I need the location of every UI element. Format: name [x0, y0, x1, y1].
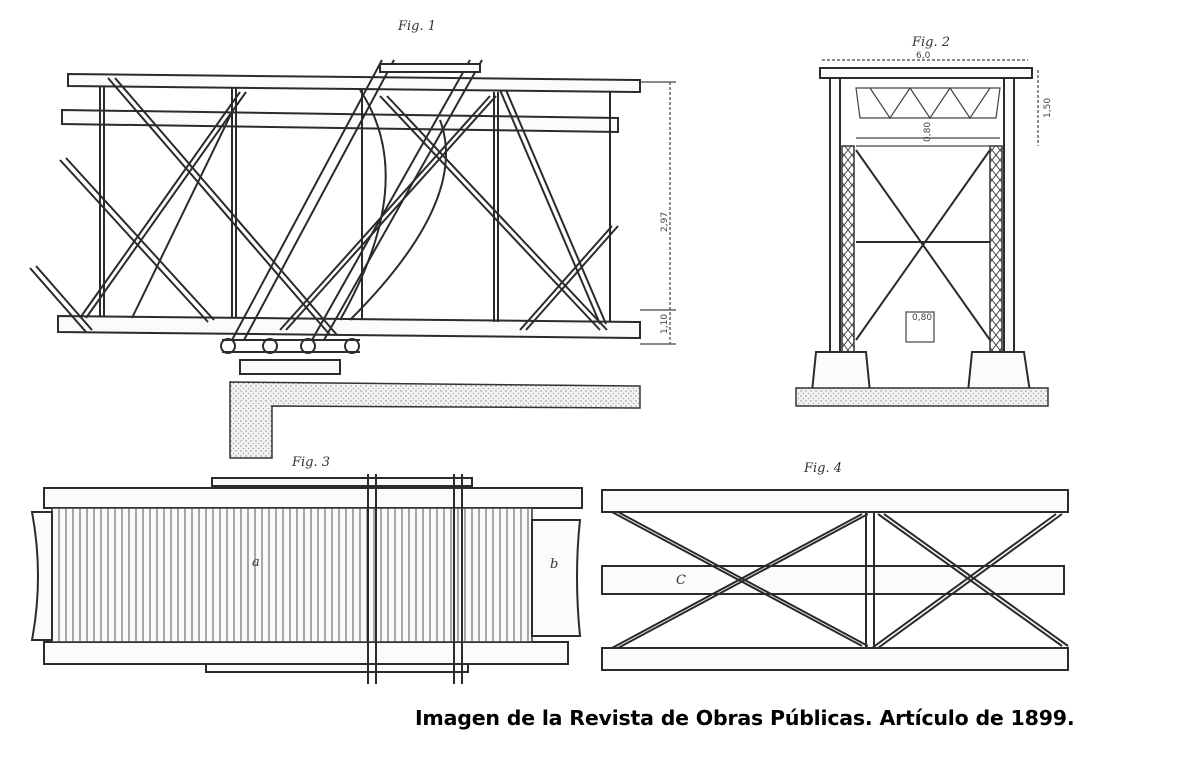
dim-low: 0,80 [912, 313, 932, 323]
fig4-mid-rail [601, 565, 1065, 595]
fig4-bracing [611, 511, 1069, 649]
figure-2-label: Fig. 2 [911, 35, 950, 50]
dim-mid: 0,80 [923, 122, 933, 142]
fig1-dimension: 2,97 1,10 [640, 81, 676, 345]
mark-b: b [550, 557, 558, 572]
mark-c: C [676, 573, 686, 588]
abutment [229, 381, 641, 459]
launching-rails [231, 59, 483, 341]
dim-bottom: 1,10 [660, 314, 670, 334]
fig3-bottom-beam [43, 641, 569, 665]
roller-carriage [220, 338, 360, 375]
top-bracing [855, 86, 1001, 147]
cross-bracing [855, 149, 991, 341]
bottom-chord [57, 314, 641, 340]
fig4-top-beam [601, 489, 1069, 513]
image-caption: Imagen de la Revista de Obras Públicas. … [415, 706, 1075, 730]
dim-width: 6,0 [916, 51, 931, 61]
figure-4-label: Fig. 4 [803, 461, 842, 476]
truss-verticals [99, 86, 611, 322]
mark-a: a [252, 555, 260, 570]
figure-1-truss-elevation: Fig. 1 [29, 19, 676, 459]
figure-4-plan-bracing: Fig. 4 C [601, 461, 1069, 671]
fig2-supports [795, 351, 1049, 407]
upper-rail [61, 108, 619, 134]
fig3-top-beam [43, 487, 583, 509]
dim-height: 2,97 [660, 212, 670, 232]
figure-2-cross-section: Fig. 2 6,0 1,50 0,80 0,80 [795, 35, 1053, 407]
fig4-bottom-beam [601, 647, 1069, 671]
figure-3-label: Fig. 3 [291, 455, 330, 470]
truss-diagonals [29, 77, 619, 336]
top-deck [819, 67, 1033, 79]
fig3-decking [51, 507, 533, 643]
figure-3-plan: Fig. 3 a b [30, 455, 583, 684]
top-chord [67, 72, 641, 94]
fig3-launching-beams [205, 474, 473, 684]
dim-top: 1,50 [1043, 98, 1053, 118]
figure-1-label: Fig. 1 [397, 19, 436, 34]
